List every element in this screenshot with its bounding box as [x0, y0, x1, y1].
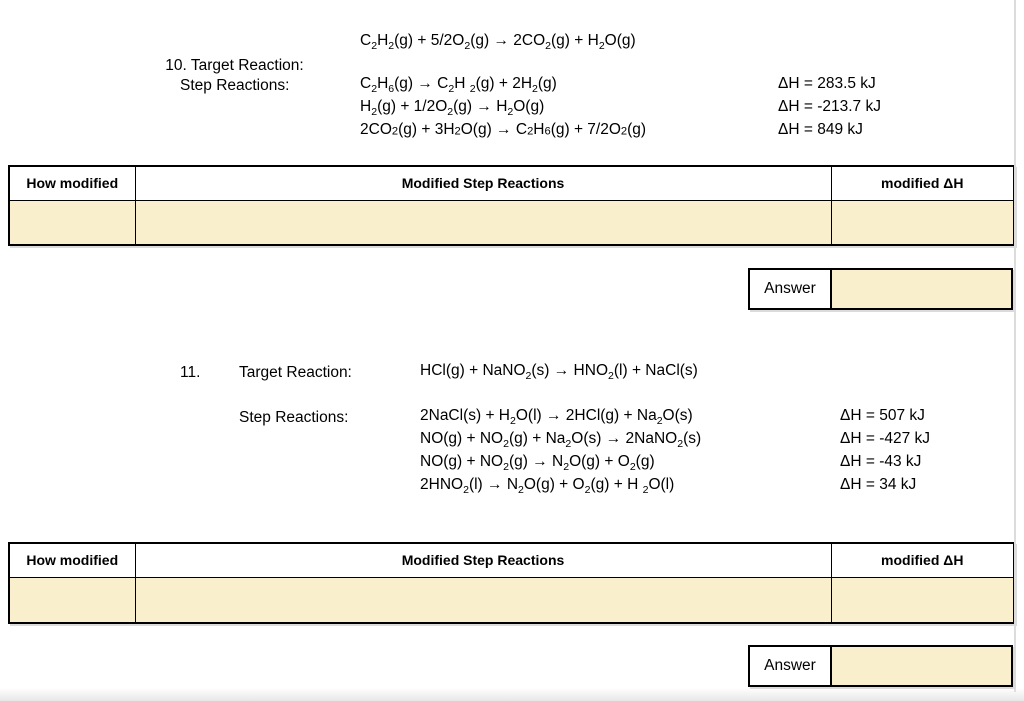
modified-delta-h-input-cell[interactable]	[830, 576, 1015, 624]
problem-10-heading: 10. Target Reaction:	[148, 31, 304, 100]
target-reaction-equation: HCl(g) + NaNO2(s) → HNO2(l) + NaCl(s)	[420, 362, 698, 383]
step-reactions-list: C2H6(g) → C2H 2(g) + 2H2(g) H2(g) + 1/2O…	[360, 72, 646, 141]
delta-h-value: ΔH = 507 kJ	[840, 407, 925, 424]
delta-h-list: ΔH = 283.5 kJ ΔH = -213.7 kJ ΔH = 849 kJ	[778, 72, 881, 141]
table-row	[8, 576, 1015, 624]
step-reaction: 2NaCl(s) + H2O(l) → 2HCl(g) + Na2O(s)	[420, 407, 693, 428]
modified-steps-table-10: How modified Modified Step Reactions mod…	[8, 165, 1015, 246]
target-reaction-label: Target Reaction:	[190, 57, 304, 74]
step-reaction: 2HNO2(l) → N2O(g) + O2(g) + H 2O(l)	[420, 476, 675, 497]
step-reaction: C2H6(g) → C2H 2(g) + 2H2(g)	[360, 75, 557, 96]
delta-h-value: ΔH = 283.5 kJ	[778, 75, 876, 92]
step-reactions-label: Step Reactions:	[239, 409, 349, 426]
modified-step-reactions-header: Modified Step Reactions	[134, 165, 832, 201]
answer-input-field[interactable]	[832, 647, 1011, 685]
answer-box-10: Answer	[748, 268, 1013, 310]
step-reactions-label: Step Reactions:	[180, 77, 290, 94]
answer-label: Answer	[750, 270, 832, 308]
table-row	[8, 199, 1015, 246]
delta-h-value: ΔH = -213.7 kJ	[778, 98, 881, 115]
delta-h-value: ΔH = 34 kJ	[840, 476, 917, 493]
step-reaction: NO(g) + NO2(g) → N2O(g) + O2(g)	[420, 453, 655, 474]
modified-delta-h-header: modified ΔH	[830, 165, 1015, 201]
answer-label: Answer	[750, 647, 832, 685]
modified-delta-h-header: modified ΔH	[830, 542, 1015, 578]
target-reaction-equation: C2H2(g) + 5/2O2(g) → 2CO2(g) + H2O(g)	[360, 32, 636, 53]
answer-input-field[interactable]	[832, 270, 1011, 308]
modified-step-reactions-header: Modified Step Reactions	[134, 542, 832, 578]
page-right-edge-divider	[1014, 0, 1016, 692]
target-reaction-label: Target Reaction:	[239, 364, 352, 381]
modified-steps-input-cell[interactable]	[134, 576, 832, 624]
problem-number: 10.	[165, 57, 187, 74]
modified-steps-table-11: How modified Modified Step Reactions mod…	[8, 542, 1015, 624]
delta-h-value: ΔH = -43 kJ	[840, 453, 922, 470]
how-modified-header: How modified	[8, 542, 136, 578]
step-reactions-list: 2NaCl(s) + H2O(l) → 2HCl(g) + Na2O(s) NO…	[420, 404, 701, 496]
how-modified-header: How modified	[8, 165, 136, 201]
delta-h-value: ΔH = 849 kJ	[778, 121, 863, 138]
step-reaction: NO(g) + NO2(g) + Na2O(s) → 2NaNO2(s)	[420, 430, 702, 451]
step-reaction: 2CO2(g) + 3H2O(g) → C2H6(g) + 7/2O2(g)	[360, 121, 647, 138]
page-bottom-edge	[0, 688, 1024, 701]
step-reaction: H2(g) + 1/2O2(g) → H2O(g)	[360, 98, 545, 119]
modified-delta-h-input-cell[interactable]	[830, 199, 1015, 246]
modified-steps-input-cell[interactable]	[134, 199, 832, 246]
delta-h-value: ΔH = -427 kJ	[840, 430, 931, 447]
problem-number: 11.	[180, 364, 201, 381]
answer-box-11: Answer	[748, 645, 1013, 687]
how-modified-input-cell[interactable]	[8, 576, 136, 624]
how-modified-input-cell[interactable]	[8, 199, 136, 246]
delta-h-list: ΔH = 507 kJ ΔH = -427 kJ ΔH = -43 kJ ΔH …	[840, 404, 930, 496]
